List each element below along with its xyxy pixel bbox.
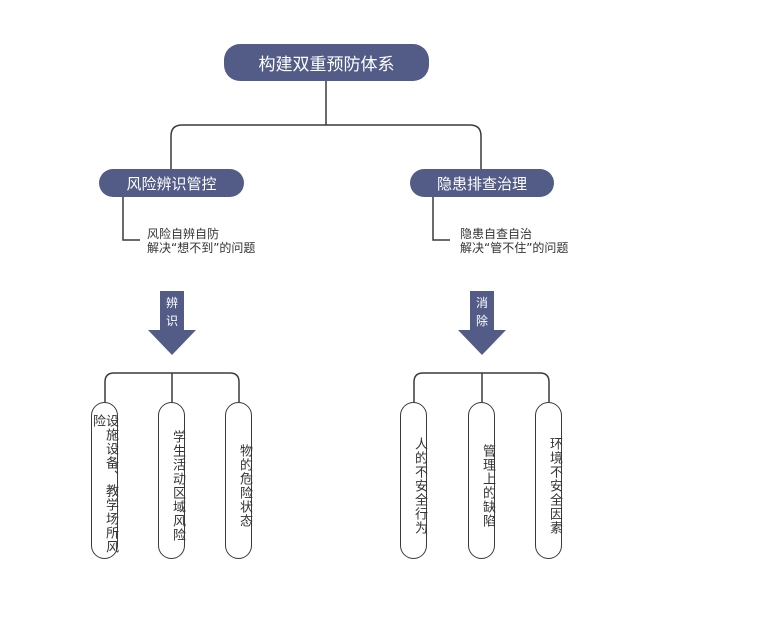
arrow-char: 除: [475, 314, 488, 328]
leaf-object-hazard: 物的危险状态: [225, 402, 252, 559]
branch-note-left: 风险自辨自防 解决“想不到”的问题: [147, 227, 255, 255]
leaf-facility-risk: 设施设备、教学场所风险: [90, 402, 118, 559]
leaf-label: 环境不安全因素: [547, 437, 562, 535]
note-line: 隐患自查自治: [460, 227, 533, 241]
note-line: 解决“管不住”的问题: [460, 241, 569, 255]
root-node: 构建双重预防体系: [224, 44, 429, 81]
leaf-label: 学生活动区域风险: [170, 430, 185, 542]
leaf-management-defect: 管理上的缺陷: [468, 402, 495, 559]
down-arrow-left: [148, 291, 196, 355]
arrow-label-eliminate: 消 除: [470, 294, 494, 330]
leaf-student-area-risk: 学生活动区域风险: [158, 402, 185, 559]
leaf-label: 人的不安全行为: [412, 437, 427, 535]
branch-note-right: 隐患自查自治 解决“管不住”的问题: [460, 227, 568, 255]
leaf-label: 设施设备、教学场所风险: [90, 414, 118, 554]
branch-label: 隐患排查治理: [436, 174, 527, 193]
leaf-unsafe-behavior: 人的不安全行为: [400, 402, 427, 559]
leaf-label: 管理上的缺陷: [480, 444, 495, 528]
leaf-environment-hazard: 环境不安全因素: [535, 402, 562, 559]
root-label: 构建双重预防体系: [258, 55, 395, 75]
arrow-char: 识: [165, 314, 178, 328]
down-arrow-right: [458, 291, 506, 355]
note-line: 解决“想不到”的问题: [147, 241, 256, 255]
note-line: 风险自辨自防: [147, 227, 220, 241]
branch-risk-control: 风险辨识管控: [99, 169, 244, 197]
branch-hazard-governance: 隐患排查治理: [410, 169, 554, 197]
arrow-label-identify: 辨 识: [160, 294, 184, 330]
arrow-char: 辨: [165, 296, 178, 310]
leaf-label: 物的危险状态: [237, 444, 252, 528]
arrow-char: 消: [475, 296, 488, 310]
branch-label: 风险辨识管控: [126, 174, 217, 193]
